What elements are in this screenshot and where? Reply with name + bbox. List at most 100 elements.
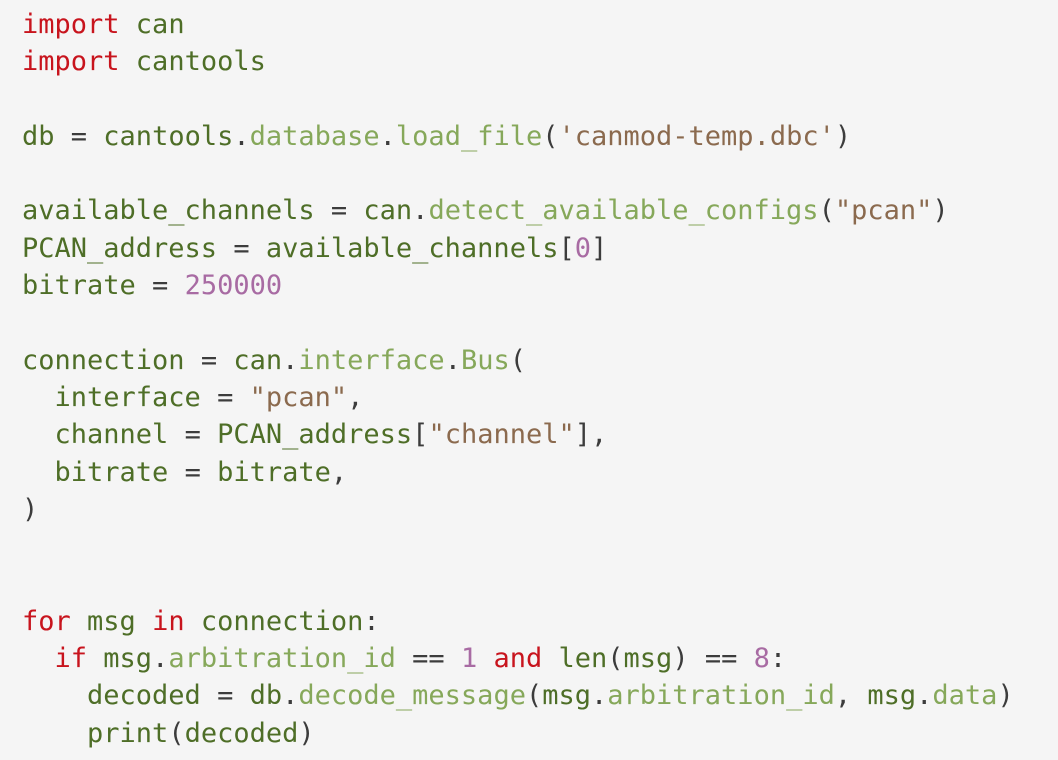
code-token-keyword: for [22,605,71,637]
code-token-punct: ( [818,195,835,227]
code-token-attr: database [249,120,380,152]
code-line [22,304,1058,341]
code-line: bitrate = 250000 [22,267,1058,304]
code-line: if msg.arbitration_id == 1 and len(msg) … [22,640,1058,677]
code-token-name: PCAN_address [22,232,218,264]
code-token-attr: load_file [395,120,543,152]
code-token-punct: : [769,643,787,675]
code-token-punct: ], [574,419,608,451]
code-token-name: available_channels [265,232,559,264]
code-token-punct: : [363,605,380,637]
code-token-punct: , [347,381,364,413]
code-token-punct: . [282,344,299,376]
code-token-name: cantools [103,120,234,152]
code-token-punct: [ [558,232,575,264]
code-token-keyword: import [22,46,120,78]
code-token-punct: ) [834,120,852,152]
code-token-punct: . [916,680,933,712]
code-line: db = cantools.database.load_file('canmod… [22,118,1058,155]
code-token-name: decoded [184,717,299,749]
code-token-op: = [184,344,234,376]
code-line: print(decoded) [22,715,1058,752]
code-line: interface = "pcan", [22,379,1058,416]
code-token-number: 8 [753,643,770,675]
code-token-attr: data [932,680,998,712]
code-token-name: can [119,9,185,40]
code-token-name: msg [867,680,917,712]
code-token-punct: ( [168,717,185,749]
code-token-name: msg [542,680,591,712]
code-token-punct: [ [412,419,429,451]
code-token-number: 250000 [184,270,283,302]
code-token-name: print [22,717,169,749]
code-line: decoded = db.decode_message(msg.arbitrat… [22,677,1058,714]
code-token-name: msg [623,643,673,675]
code-token-punct: . [282,680,299,712]
code-token-punct: ) [932,195,949,227]
code-token-name: db [249,680,283,712]
code-token-punct: . [444,344,461,376]
code-token-name: can [363,195,413,227]
code-token-op: = [168,419,218,451]
code-token-name: interface [22,381,201,413]
code-token-number: 1 [460,643,478,675]
code-line: PCAN_address = available_channels[0] [22,230,1058,267]
code-line: for msg in connection: [22,603,1058,640]
code-token-string: 'canmod-temp.dbc' [558,120,835,152]
code-token-op: = [135,270,185,302]
code-token-attr: Bus [460,344,510,376]
code-token-punct: ] [591,232,608,264]
code-line [22,565,1058,602]
code-token-name: msg [70,605,153,637]
code-token-name: db [22,120,55,152]
code-token-op: = [200,381,250,413]
code-token-punct: , [834,680,868,712]
code-line: channel = PCAN_address["channel"], [22,416,1058,453]
code-token-punct: ) [298,717,315,749]
code-token-punct: . [152,643,169,675]
code-token-punct: ( [509,344,527,376]
code-token-name: cantools [119,46,266,78]
code-token-op: == [688,643,754,675]
code-line: import cantools [22,43,1058,80]
code-token-attr: arbitration_id [607,680,835,712]
code-line [22,81,1058,118]
code-token-name: PCAN_address [217,419,413,451]
code-token-string: "channel" [428,419,575,451]
code-token-attr: detect_available_configs [428,195,819,227]
code-token-name: bitrate [217,456,331,488]
code-token-name: can [233,344,283,376]
code-token-name: len [542,643,608,675]
code-token-punct: ( [542,120,559,152]
code-token-name: bitrate [22,456,169,488]
code-token-punct: ) [22,493,39,525]
code-token-string: "pcan" [834,195,933,227]
code-token-op: = [314,195,364,227]
code-token-keyword: import [22,9,120,40]
code-line: available_channels = can.detect_availabl… [22,192,1058,229]
code-token-punct: . [233,120,250,152]
code-token-keyword: if [22,643,88,675]
code-token-punct: ( [607,643,624,675]
code-token-attr: decode_message [298,680,526,712]
code-token-punct: ( [525,680,543,712]
code-line: bitrate = bitrate, [22,454,1058,491]
code-token-number: 0 [574,232,591,264]
code-token-punct: , [330,456,348,488]
code-token-punct: ) [672,643,689,675]
code-token-punct: . [591,680,608,712]
code-line: import can [22,6,1058,43]
code-token-string: "pcan" [249,381,348,413]
code-line: ) [22,491,1058,528]
code-token-name: connection [184,605,364,637]
code-line [22,155,1058,192]
code-token-op: = [200,680,250,712]
code-token-op: == [395,643,461,675]
code-token-punct: ) [997,680,1014,712]
code-token-attr: interface [298,344,445,376]
code-token-op: = [54,120,104,152]
code-token-name: connection [22,344,185,376]
code-token-name: available_channels [22,195,315,227]
code-token-keyword: in [152,605,185,637]
